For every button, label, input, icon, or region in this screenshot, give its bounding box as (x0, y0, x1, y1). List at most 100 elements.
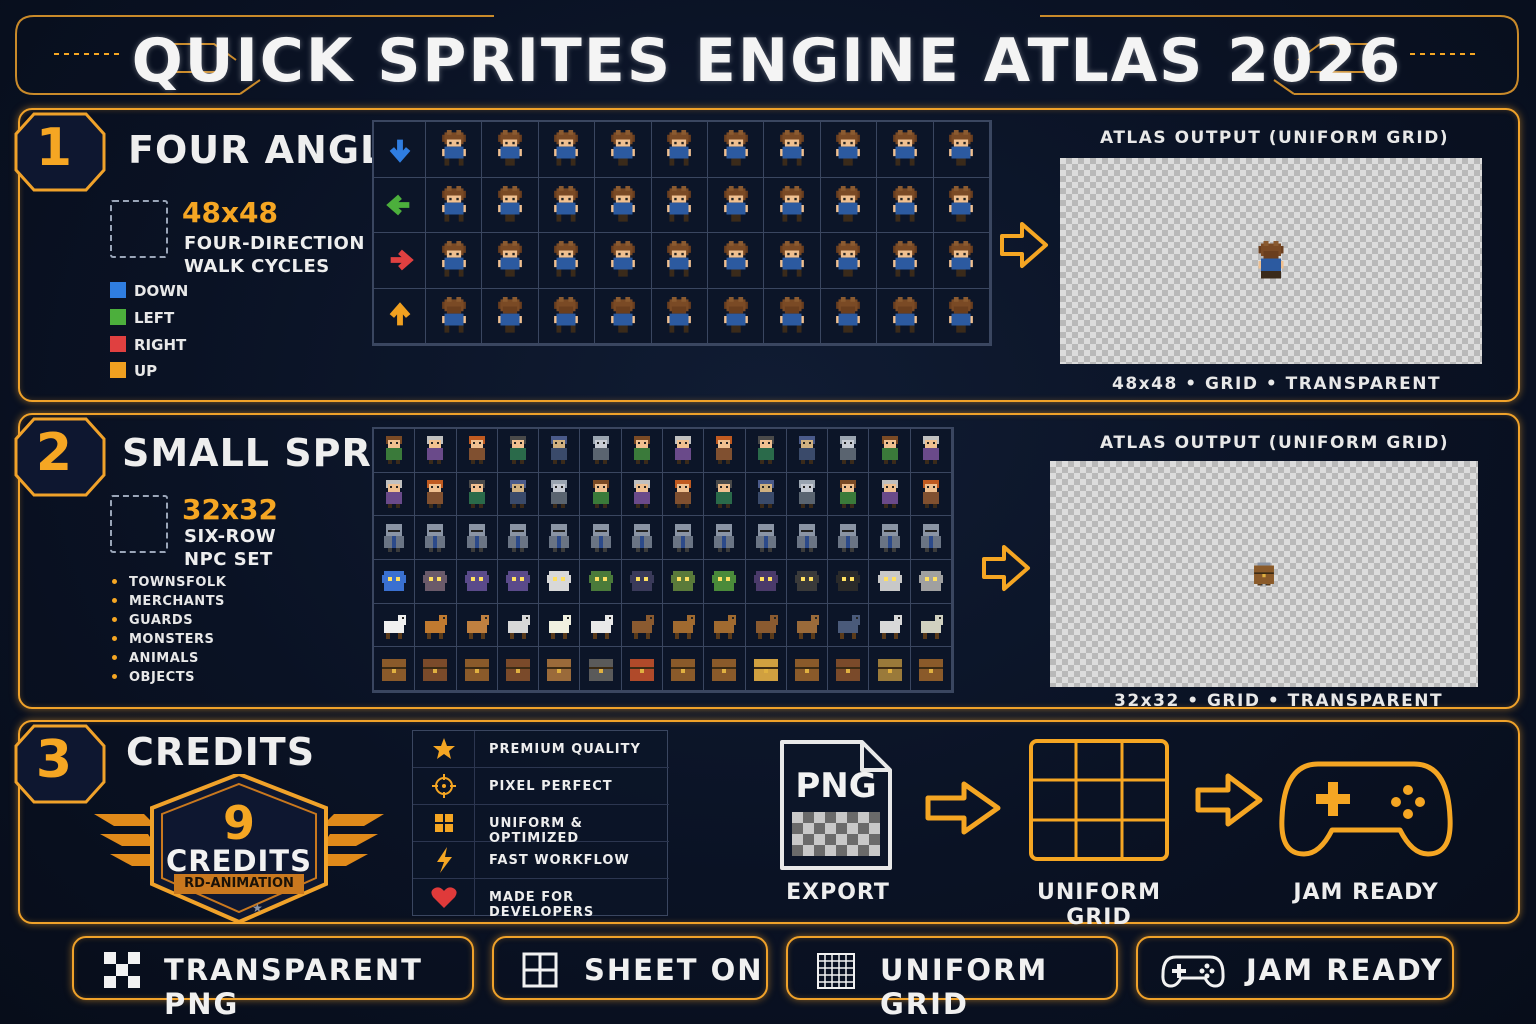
atlas-cell (1172, 499, 1271, 586)
atlas-cell (1254, 565, 1295, 687)
atlas-cell (1258, 158, 1435, 279)
npc-sprite (755, 614, 778, 639)
walk-frame-cell (764, 177, 821, 233)
walk-frame-cell (708, 288, 765, 344)
atlas-cell (1255, 536, 1387, 586)
atlas-cell (1154, 241, 1284, 365)
npc-cell (456, 516, 498, 560)
npc-cell (828, 429, 870, 473)
checkerboard-icon (104, 952, 140, 988)
hero-sprite (949, 296, 974, 333)
npc-cell (745, 560, 787, 604)
atlas-cell (1142, 536, 1273, 586)
hero-sprite (667, 185, 692, 222)
npc-sprite (836, 658, 861, 681)
atlas-cell (1255, 536, 1326, 586)
walk-frame-cell (933, 233, 990, 289)
atlas-cell (1254, 565, 1326, 612)
pill-uniform-grid[interactable]: UNIFORM GRID (786, 936, 1118, 1021)
atlas-cell (1258, 210, 1482, 279)
heart-icon (431, 887, 457, 908)
category-item: ANIMALS (112, 651, 199, 666)
npc-cell (828, 560, 870, 604)
atlas-cell (1142, 565, 1274, 612)
atlas-cell (1154, 241, 1284, 313)
npc-cell (415, 603, 457, 648)
npc-sprite (920, 523, 941, 552)
npc-cell (415, 560, 457, 604)
npc-sprite (427, 436, 444, 465)
npc-cell (869, 472, 911, 517)
atlas-cell (1255, 536, 1356, 586)
uniform-grid-icon (817, 953, 855, 989)
npc-cell (910, 472, 952, 517)
npc-cell (497, 472, 540, 517)
atlas-cell (1060, 241, 1284, 313)
npc-sprite (794, 571, 819, 592)
atlas-cell (1107, 158, 1284, 279)
walk-frame-cell (651, 233, 708, 289)
npc-cell (456, 647, 498, 691)
npc-sprite (592, 479, 609, 508)
npc-cell (869, 647, 911, 691)
npc-sprite (918, 658, 943, 681)
pill-sheet-on[interactable]: SHEET ON (492, 936, 768, 1000)
npc-sprite (671, 658, 696, 681)
atlas-cell (1142, 461, 1271, 586)
npc-cell (415, 647, 457, 691)
npc-sprite (794, 658, 819, 681)
npc-cell (745, 472, 787, 517)
npc-sprite (509, 479, 526, 508)
npc-sprite (673, 614, 696, 639)
pill-label: SHEET ON (584, 953, 764, 987)
png-file-icon (780, 740, 892, 870)
npc-cell (580, 516, 622, 560)
npc-cell (497, 603, 540, 648)
arrow-right-icon (1000, 222, 1048, 268)
atlas-cell (1254, 565, 1478, 687)
npc-sprite (918, 571, 943, 592)
arrow-left-icon (385, 194, 409, 216)
section-number-badge: 1 (14, 112, 106, 192)
atlas-cell (1248, 158, 1295, 279)
jam-ready-label: JAM READY (1293, 880, 1439, 905)
atlas-cell (1258, 210, 1435, 279)
atlas-cell (1257, 499, 1448, 586)
hero-sprite (723, 241, 748, 277)
feature-list: PREMIUM QUALITY PIXEL PERFECT UNIFORM & … (412, 730, 669, 920)
walk-frame-cell (820, 122, 878, 178)
atlas-cell (1258, 241, 1341, 313)
npc-sprite (551, 436, 568, 465)
walk-frame-cell (877, 288, 934, 344)
npc-sprite (425, 523, 446, 552)
walk-frame-cell (595, 288, 652, 344)
npc-sprite (920, 614, 943, 639)
lightning-icon (437, 847, 452, 873)
npc-sprite (757, 479, 774, 508)
hero-sprite (836, 241, 861, 277)
npc-sprite (922, 479, 939, 508)
npc-cell (374, 647, 416, 691)
hero-sprite (611, 185, 635, 222)
hero-sprite (780, 130, 804, 166)
grid-dots-icon (110, 495, 168, 553)
npc-sprite (507, 614, 530, 639)
atlas-cell (1257, 461, 1387, 586)
npc-cell (621, 560, 663, 604)
arrow-right-icon (925, 781, 1001, 835)
pill-label: JAM READY (1246, 953, 1444, 987)
pill-transparent-png[interactable]: TRANSPARENT PNG (72, 936, 474, 1021)
npc-cell (786, 647, 829, 691)
npc-cell (580, 603, 622, 648)
png-label: PNG (795, 766, 877, 806)
feature-row: PREMIUM QUALITY (413, 731, 669, 768)
pill-jam-ready[interactable]: JAM READY (1136, 936, 1454, 1000)
atlas-cell (1203, 536, 1273, 586)
npc-sprite (425, 614, 448, 639)
atlas-cell (1050, 565, 1274, 612)
npc-cell (662, 603, 705, 648)
npc-cell (621, 516, 663, 560)
hero-sprite (498, 185, 522, 222)
direction-cell (374, 122, 426, 178)
npc-sprite (712, 658, 737, 681)
